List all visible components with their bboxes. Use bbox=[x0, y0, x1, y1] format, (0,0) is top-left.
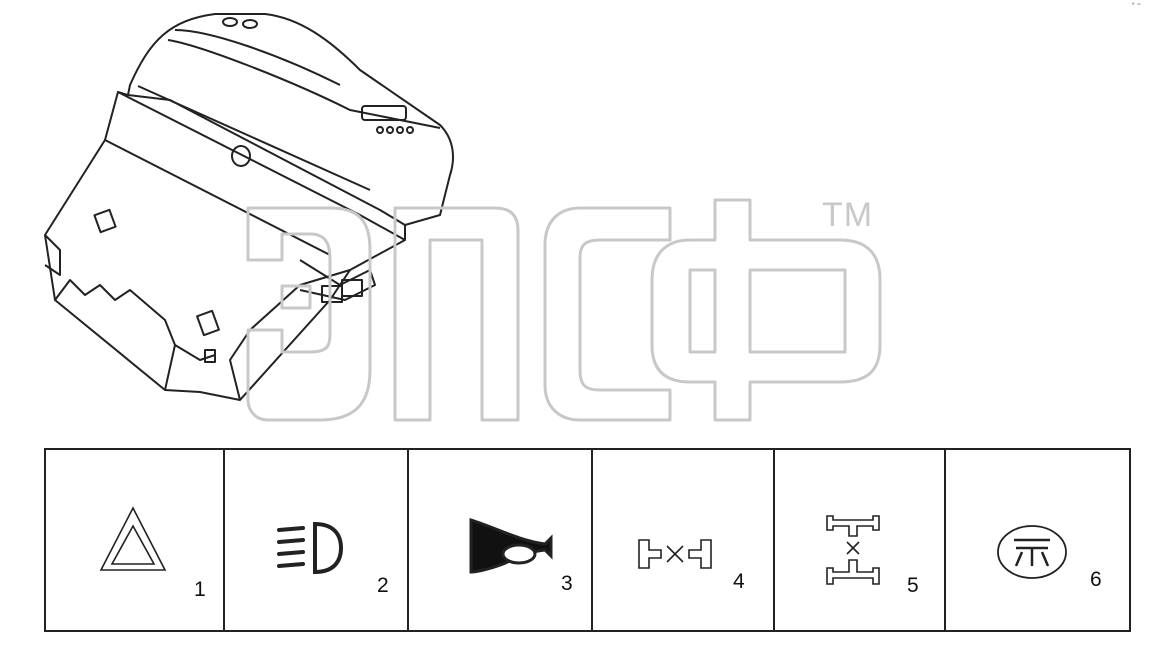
differential-lock-icon bbox=[638, 539, 712, 569]
trademark-symbol: TM bbox=[822, 196, 874, 234]
symbol-legend-table: 1 2 3 bbox=[44, 448, 1131, 632]
rocker-switch-illustration bbox=[44, 13, 454, 401]
legend-cell-5: 5 bbox=[775, 450, 946, 630]
cab-light-icon bbox=[997, 525, 1067, 579]
legend-cell-2: 2 bbox=[225, 450, 409, 630]
legend-cell-3: 3 bbox=[409, 450, 593, 630]
legend-number: 3 bbox=[561, 572, 573, 595]
hazard-warning-triangle-icon bbox=[99, 506, 167, 571]
legend-cell-6: 6 bbox=[946, 450, 1129, 630]
legend-number: 1 bbox=[194, 578, 206, 601]
legend-number: 4 bbox=[733, 570, 745, 593]
corner-marks: ˚ ˜ bbox=[1132, 2, 1141, 12]
legend-cell-1: 1 bbox=[46, 450, 225, 630]
legend-number: 5 bbox=[907, 574, 919, 597]
four-wheel-drive-icon bbox=[826, 515, 880, 585]
legend-cell-4: 4 bbox=[593, 450, 775, 630]
legend-number: 2 bbox=[377, 574, 389, 597]
legend-number: 6 bbox=[1090, 568, 1102, 591]
dipped-headlight-icon bbox=[277, 521, 344, 575]
horn-icon bbox=[469, 517, 553, 574]
